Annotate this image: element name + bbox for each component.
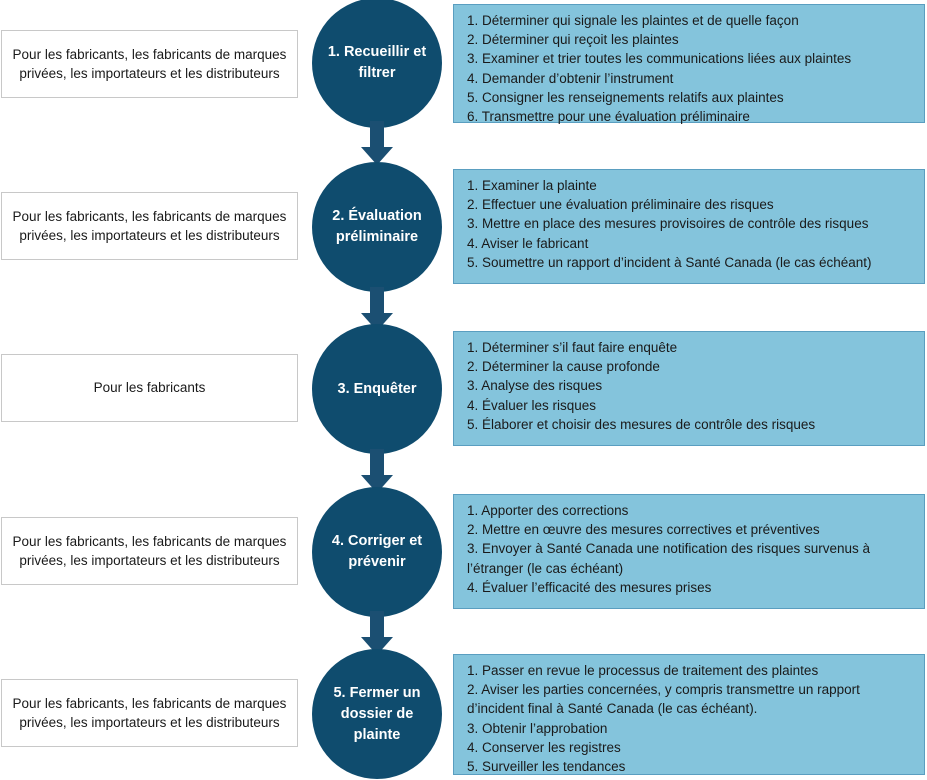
task-item: 5. Surveiller les tendances [467, 759, 626, 775]
down-arrow-icon [361, 611, 393, 655]
task-item: 2. Mettre en œuvre des mesures correctiv… [467, 522, 820, 538]
task-item: 2. Effectuer une évaluation préliminaire… [467, 197, 774, 213]
task-item: 6. Transmettre pour une évaluation préli… [467, 109, 750, 125]
audience-box-3: Pour les fabricants [1, 354, 298, 422]
step-circle-3: 3. Enquêter [312, 324, 442, 454]
task-item: 4. Évaluer l’efficacité des mesures pris… [467, 579, 712, 595]
task-item: 1. Apporter des corrections [467, 503, 629, 518]
task-item: 4. Évaluer les risques [467, 397, 597, 413]
task-item: 1. Déterminer s’il faut faire enquête [467, 340, 678, 355]
task-item: 5. Élaborer et choisir des mesures de co… [467, 416, 816, 432]
task-box-4: 1. Apporter des corrections 2. Mettre en… [453, 494, 925, 609]
task-box-2: 1. Examiner la plainte 2. Effectuer une … [453, 169, 925, 284]
down-arrow-icon [361, 121, 393, 165]
audience-box-1: Pour les fabricants, les fabricants de m… [1, 30, 298, 98]
task-item: 1. Passer en revue le processus de trait… [467, 663, 819, 678]
task-box-1: 1. Déterminer qui signale les plaintes e… [453, 4, 925, 125]
task-item: 5. Soumettre un rapport d’incident à San… [467, 254, 872, 270]
audience-box-5: Pour les fabricants, les fabricants de m… [1, 679, 298, 747]
task-item: 3. Mettre en place des mesures provisoir… [467, 216, 869, 232]
task-item: 2. Déterminer qui reçoit les plaintes [467, 32, 679, 48]
task-item: 3. Analyse des risques [467, 378, 603, 394]
step-circle-5: 5. Fermer un dossier de plainte [312, 649, 442, 779]
task-item: 4. Conserver les registres [467, 739, 621, 755]
task-item: 1. Déterminer qui signale les plaintes e… [467, 13, 799, 28]
task-item: 1. Examiner la plainte [467, 178, 597, 193]
step-circle-1: 1. Recueillir et filtrer [312, 0, 442, 128]
step-circle-4: 4. Corriger et prévenir [312, 487, 442, 617]
down-arrow-icon [361, 449, 393, 493]
task-item: 4. Demander d’obtenir l’instrument [467, 70, 674, 86]
audience-box-2: Pour les fabricants, les fabricants de m… [1, 192, 298, 260]
task-item: 3. Examiner et trier toutes les communic… [467, 51, 852, 67]
task-item: 3. Envoyer à Santé Canada une notificati… [467, 541, 874, 576]
task-item: 2. Aviser les parties concernées, y comp… [467, 682, 864, 717]
task-box-3: 1. Déterminer s’il faut faire enquête 2.… [453, 331, 925, 446]
step-circle-2: 2. Évaluation préliminaire [312, 162, 442, 292]
audience-box-4: Pour les fabricants, les fabricants de m… [1, 517, 298, 585]
task-item: 2. Déterminer la cause profonde [467, 359, 660, 375]
task-item: 4. Aviser le fabricant [467, 235, 589, 251]
task-item: 5. Consigner les renseignements relatifs… [467, 89, 784, 105]
down-arrow-icon [361, 287, 393, 331]
task-box-5: 1. Passer en revue le processus de trait… [453, 654, 925, 775]
task-item: 3. Obtenir l’approbation [467, 720, 608, 736]
